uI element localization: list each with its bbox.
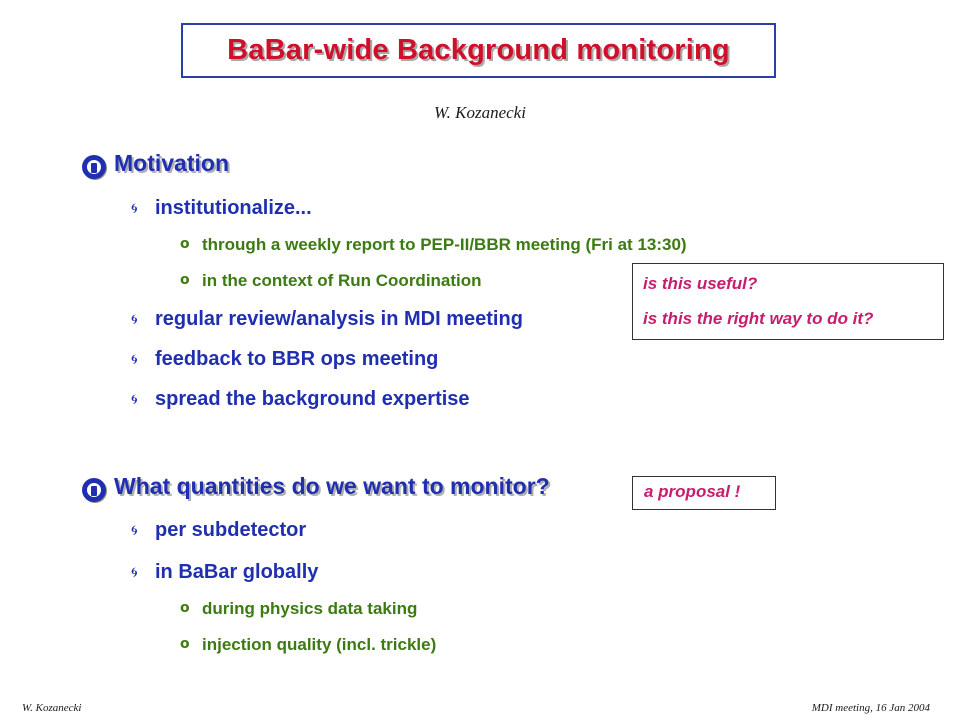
spiral-bullet-icon: 🌀︎ [131,352,138,368]
footer-author: W. Kozanecki [22,702,82,714]
sub-list-item: injection quality (incl. trickle) [202,635,437,654]
spiral-bullet-icon: 🌀︎ [131,392,138,408]
note-question: is this the right way to do it? [643,309,874,328]
footer-meeting: MDI meeting, 16 Jan 2004 [811,702,930,714]
note-question: is this useful? [643,274,758,293]
list-item: in BaBar globally [155,561,319,583]
note-box-proposal [632,476,776,510]
slide-title: BaBar-wide Background monitoring [227,34,730,66]
sub-list-item: through a weekly report to PEP-II/BBR me… [202,235,687,254]
title-box: BaBar-wide Background monitoring [181,23,776,78]
section-heading: Motivation [114,150,229,176]
note-box-useful [632,263,944,340]
list-item: regular review/analysis in MDI meeting [155,308,523,330]
ring-bullet-icon: o [180,636,190,652]
list-item: spread the background expertise [155,388,470,410]
list-item: per subdetector [155,519,307,541]
circle-bullet-icon [82,478,106,502]
ring-bullet-icon: o [180,236,190,252]
circle-bullet-icon [82,155,106,179]
sub-list-item: during physics data taking [202,599,418,618]
note-proposal: a proposal ! [644,482,741,501]
spiral-bullet-icon: 🌀︎ [131,523,138,539]
sub-list-item: in the context of Run Coordination [202,271,482,290]
ring-bullet-icon: o [180,600,190,616]
section-heading: What quantities do we want to monitor? [114,473,550,499]
spiral-bullet-icon: 🌀︎ [131,565,138,581]
ring-bullet-icon: o [180,272,190,288]
list-item: institutionalize... [155,197,312,219]
spiral-bullet-icon: 🌀︎ [131,201,138,217]
list-item: feedback to BBR ops meeting [155,348,439,370]
author-line: W. Kozanecki [434,103,526,122]
spiral-bullet-icon: 🌀︎ [131,312,138,328]
